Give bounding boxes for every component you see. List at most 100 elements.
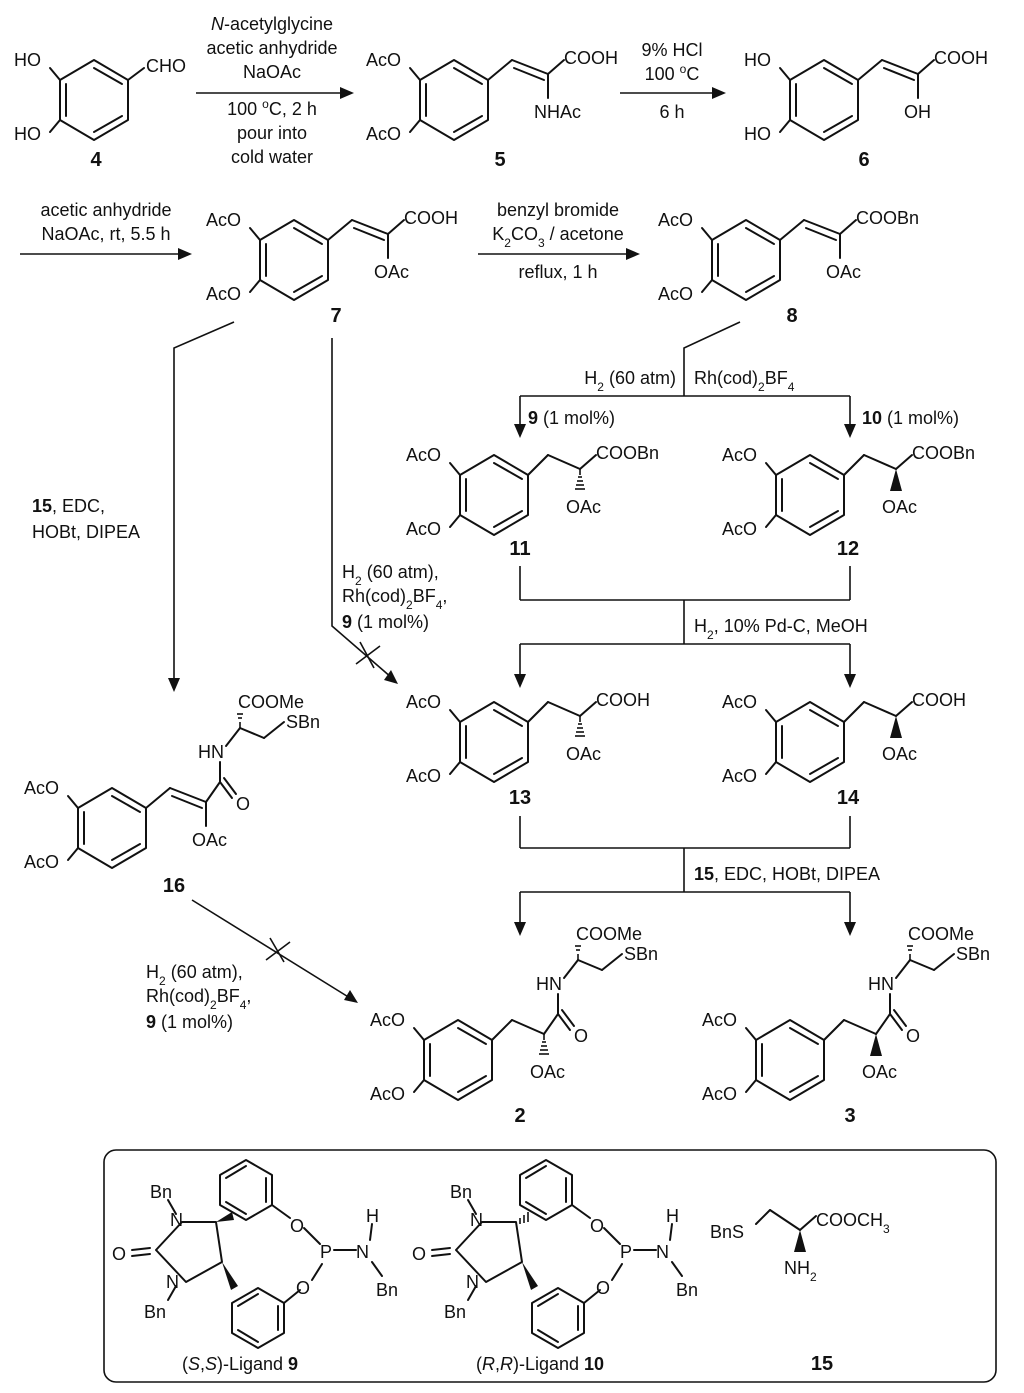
svg-text:acetic anhydride: acetic anhydride bbox=[40, 200, 171, 220]
svg-text:N: N bbox=[466, 1272, 479, 1292]
svg-text:H2 (60 atm),: H2 (60 atm), bbox=[146, 962, 243, 988]
svg-text:COOBn: COOBn bbox=[912, 443, 975, 463]
svg-text:cold water: cold water bbox=[231, 147, 313, 167]
svg-text:N: N bbox=[656, 1242, 669, 1262]
svg-text:Bn: Bn bbox=[676, 1280, 698, 1300]
svg-text:OAc: OAc bbox=[566, 744, 601, 764]
svg-text:H: H bbox=[666, 1206, 679, 1226]
reaction-arrow-5: H2 (60 atm) Rh(cod)2BF4 9 (1 mol%) 10 (1… bbox=[514, 321, 959, 438]
svg-text:P: P bbox=[320, 1242, 332, 1262]
svg-text:N: N bbox=[470, 1210, 483, 1230]
compound-number: 4 bbox=[90, 149, 102, 171]
svg-text:HN: HN bbox=[868, 974, 894, 994]
svg-text:O: O bbox=[906, 1026, 920, 1046]
svg-text:AcO: AcO bbox=[406, 519, 441, 539]
svg-text:9 (1 mol%): 9 (1 mol%) bbox=[528, 408, 615, 428]
svg-text:Bn: Bn bbox=[144, 1302, 166, 1322]
svg-text:9% HCl: 9% HCl bbox=[641, 40, 702, 60]
svg-text:NH2: NH2 bbox=[784, 1258, 817, 1284]
compound-3: AcO AcO OAc O HN COOMe SBn 3 bbox=[702, 924, 990, 1127]
compound-6: HO HO COOH OH 6 bbox=[744, 48, 988, 171]
svg-text:100 oC, 2 h: 100 oC, 2 h bbox=[227, 97, 317, 119]
reaction-arrow-1: N-acetylglycine acetic anhydride NaOAc 1… bbox=[196, 14, 354, 167]
svg-text:AcO: AcO bbox=[406, 692, 441, 712]
svg-text:acetic anhydride: acetic anhydride bbox=[206, 38, 337, 58]
svg-text:AcO: AcO bbox=[366, 50, 401, 70]
svg-text:AcO: AcO bbox=[702, 1010, 737, 1030]
svg-text:reflux, 1 h: reflux, 1 h bbox=[518, 262, 597, 282]
reaction-arrow-2: 9% HCl 100 oC 6 h bbox=[620, 40, 726, 122]
svg-text:OAc: OAc bbox=[192, 830, 227, 850]
svg-text:13: 13 bbox=[509, 787, 531, 809]
svg-text:15: 15 bbox=[811, 1353, 833, 1375]
svg-text:15, EDC, HOBt, DIPEA: 15, EDC, HOBt, DIPEA bbox=[694, 864, 880, 884]
failed-arrow-1: H2 (60 atm), Rh(cod)2BF4, 9 (1 mol%) bbox=[331, 338, 447, 684]
failed-arrow-2: H2 (60 atm), Rh(cod)2BF4, 9 (1 mol%) bbox=[146, 899, 358, 1032]
svg-text:SBn: SBn bbox=[956, 944, 990, 964]
svg-text:8: 8 bbox=[786, 305, 797, 327]
svg-text:Bn: Bn bbox=[150, 1182, 172, 1202]
svg-text:BnS: BnS bbox=[710, 1222, 744, 1242]
svg-text:O: O bbox=[112, 1244, 126, 1264]
svg-text:2: 2 bbox=[514, 1105, 525, 1127]
svg-text:COOH: COOH bbox=[934, 48, 988, 68]
svg-text:3: 3 bbox=[844, 1105, 855, 1127]
svg-text:COOH: COOH bbox=[912, 690, 966, 710]
svg-text:HO: HO bbox=[744, 50, 771, 70]
svg-text:AcO: AcO bbox=[366, 124, 401, 144]
svg-text:N: N bbox=[356, 1242, 369, 1262]
svg-text:5: 5 bbox=[494, 149, 505, 171]
svg-text:NaOAc: NaOAc bbox=[243, 62, 301, 82]
svg-text:N: N bbox=[170, 1210, 183, 1230]
svg-text:AcO: AcO bbox=[406, 445, 441, 465]
compound-8: AcO AcO COOBn OAc 8 bbox=[658, 208, 919, 327]
svg-text:OAc: OAc bbox=[566, 497, 601, 517]
svg-text:OAc: OAc bbox=[882, 497, 917, 517]
compound-5: AcO AcO COOH NHAc 5 bbox=[366, 48, 618, 171]
svg-text:P: P bbox=[620, 1242, 632, 1262]
svg-text:NaOAc, rt, 5.5 h: NaOAc, rt, 5.5 h bbox=[41, 224, 170, 244]
svg-text:NHAc: NHAc bbox=[534, 102, 581, 122]
svg-text:AcO: AcO bbox=[370, 1010, 405, 1030]
svg-text:14: 14 bbox=[837, 787, 860, 809]
svg-text:O: O bbox=[290, 1216, 304, 1236]
svg-text:pour into: pour into bbox=[237, 123, 307, 143]
svg-text:6: 6 bbox=[858, 149, 869, 171]
compound-2: AcO AcO OAc O HN COOMe SBn 2 bbox=[370, 924, 658, 1127]
svg-text:6 h: 6 h bbox=[659, 102, 684, 122]
reaction-arrow-6: 15, EDC, HOBt, DIPEA bbox=[32, 321, 235, 692]
svg-text:HOBt, DIPEA: HOBt, DIPEA bbox=[32, 522, 140, 542]
svg-text:OAc: OAc bbox=[826, 262, 861, 282]
svg-text:AcO: AcO bbox=[702, 1084, 737, 1104]
svg-text:COOCH3: COOCH3 bbox=[816, 1210, 890, 1236]
svg-text:H2 (60 atm),: H2 (60 atm), bbox=[342, 562, 439, 588]
svg-text:K2CO3 / acetone: K2CO3 / acetone bbox=[492, 224, 623, 250]
svg-text:H2, 10% Pd-C, MeOH: H2, 10% Pd-C, MeOH bbox=[694, 616, 868, 642]
svg-text:AcO: AcO bbox=[658, 284, 693, 304]
svg-text:O: O bbox=[412, 1244, 426, 1264]
svg-text:HO: HO bbox=[744, 124, 771, 144]
svg-text:COOBn: COOBn bbox=[596, 443, 659, 463]
svg-text:OAc: OAc bbox=[882, 744, 917, 764]
svg-text:AcO: AcO bbox=[24, 852, 59, 872]
svg-text:COOH: COOH bbox=[596, 690, 650, 710]
compound-15: BnS COOCH3 NH2 15 bbox=[710, 1209, 890, 1375]
svg-text:AcO: AcO bbox=[722, 692, 757, 712]
reaction-arrow-4: benzyl bromide K2CO3 / acetone reflux, 1… bbox=[478, 200, 640, 282]
svg-text:O: O bbox=[236, 794, 250, 814]
svg-text:COOMe: COOMe bbox=[576, 924, 642, 944]
svg-text:Bn: Bn bbox=[376, 1280, 398, 1300]
svg-text:COOBn: COOBn bbox=[856, 208, 919, 228]
svg-text:Rh(cod)2BF4,: Rh(cod)2BF4, bbox=[146, 986, 251, 1012]
svg-text:OAc: OAc bbox=[862, 1062, 897, 1082]
reaction-arrow-8: H2, 10% Pd-C, MeOH bbox=[514, 566, 868, 688]
svg-text:AcO: AcO bbox=[658, 210, 693, 230]
svg-text:N: N bbox=[166, 1272, 179, 1292]
svg-text:SBn: SBn bbox=[624, 944, 658, 964]
svg-text:AcO: AcO bbox=[722, 766, 757, 786]
svg-text:OH: OH bbox=[904, 102, 931, 122]
svg-text:COOMe: COOMe bbox=[908, 924, 974, 944]
compound-4: HO HO CHO 4 bbox=[14, 50, 186, 171]
svg-text:OAc: OAc bbox=[374, 262, 409, 282]
compound-11: AcO AcO COOBn OAc 11 bbox=[406, 443, 659, 560]
